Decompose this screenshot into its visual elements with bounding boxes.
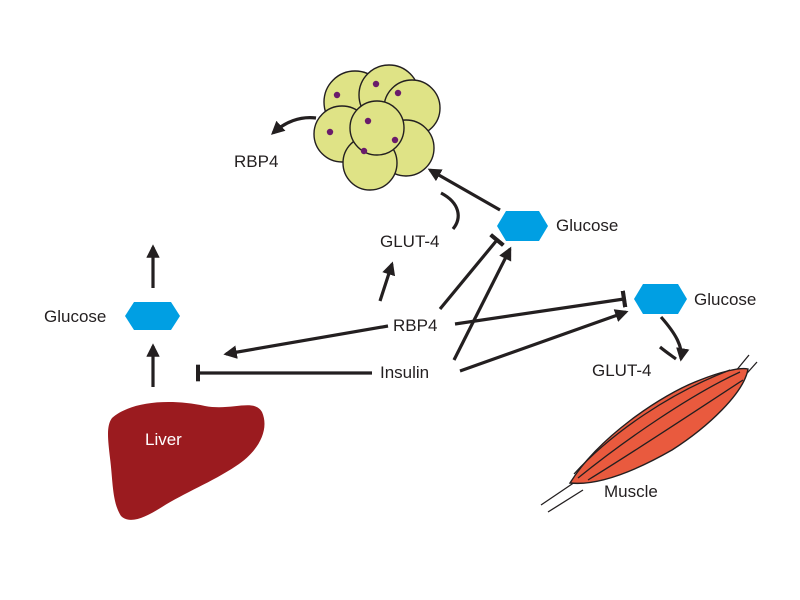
glucose-hexagon-muscle — [634, 284, 687, 314]
muscle-organ: Muscle — [540, 354, 758, 513]
pathway-edges — [146, 116, 690, 387]
glucose-hexagon-adipose — [497, 211, 548, 241]
arrow-glucose-to-muscle — [659, 315, 690, 362]
glut4-muscle-label: GLUT-4 — [592, 361, 652, 380]
arrow-glut4-adipocyte — [440, 191, 460, 231]
arrow-adipocyte-to-rbp4 — [271, 116, 317, 135]
liver-shape — [108, 402, 265, 520]
inhibit-rbp4-glucose-muscle — [454, 290, 628, 326]
arrow-glucose-to-adipocyte — [427, 168, 501, 212]
rbp4-secreted-label: RBP4 — [234, 152, 278, 171]
arrow-insulin-glucose-adipose — [452, 246, 512, 361]
muscle-shape — [568, 367, 749, 485]
inhibit-rbp4-glucose-adipose — [438, 233, 505, 311]
glut4-muscle-stub — [658, 345, 677, 361]
muscle-label: Muscle — [604, 482, 658, 501]
arrow-insulin-glucose-muscle — [459, 309, 629, 373]
arrow-to-glut4-adipose — [378, 261, 396, 302]
rbp4-center-label: RBP4 — [393, 316, 437, 335]
liver-organ: Liver — [108, 402, 265, 520]
insulin-label: Insulin — [380, 363, 429, 382]
glucose-adipose-label: Glucose — [556, 216, 618, 235]
glucose-muscle-label: Glucose — [694, 290, 756, 309]
arrow-rbp4-to-liver — [223, 324, 389, 359]
adipocyte-cluster — [313, 64, 441, 191]
glucose-hexagon-liver — [125, 302, 180, 330]
glut4-adipose-label: GLUT-4 — [380, 232, 440, 251]
glucose-liver-label: Glucose — [44, 307, 106, 326]
liver-label: Liver — [145, 430, 182, 449]
